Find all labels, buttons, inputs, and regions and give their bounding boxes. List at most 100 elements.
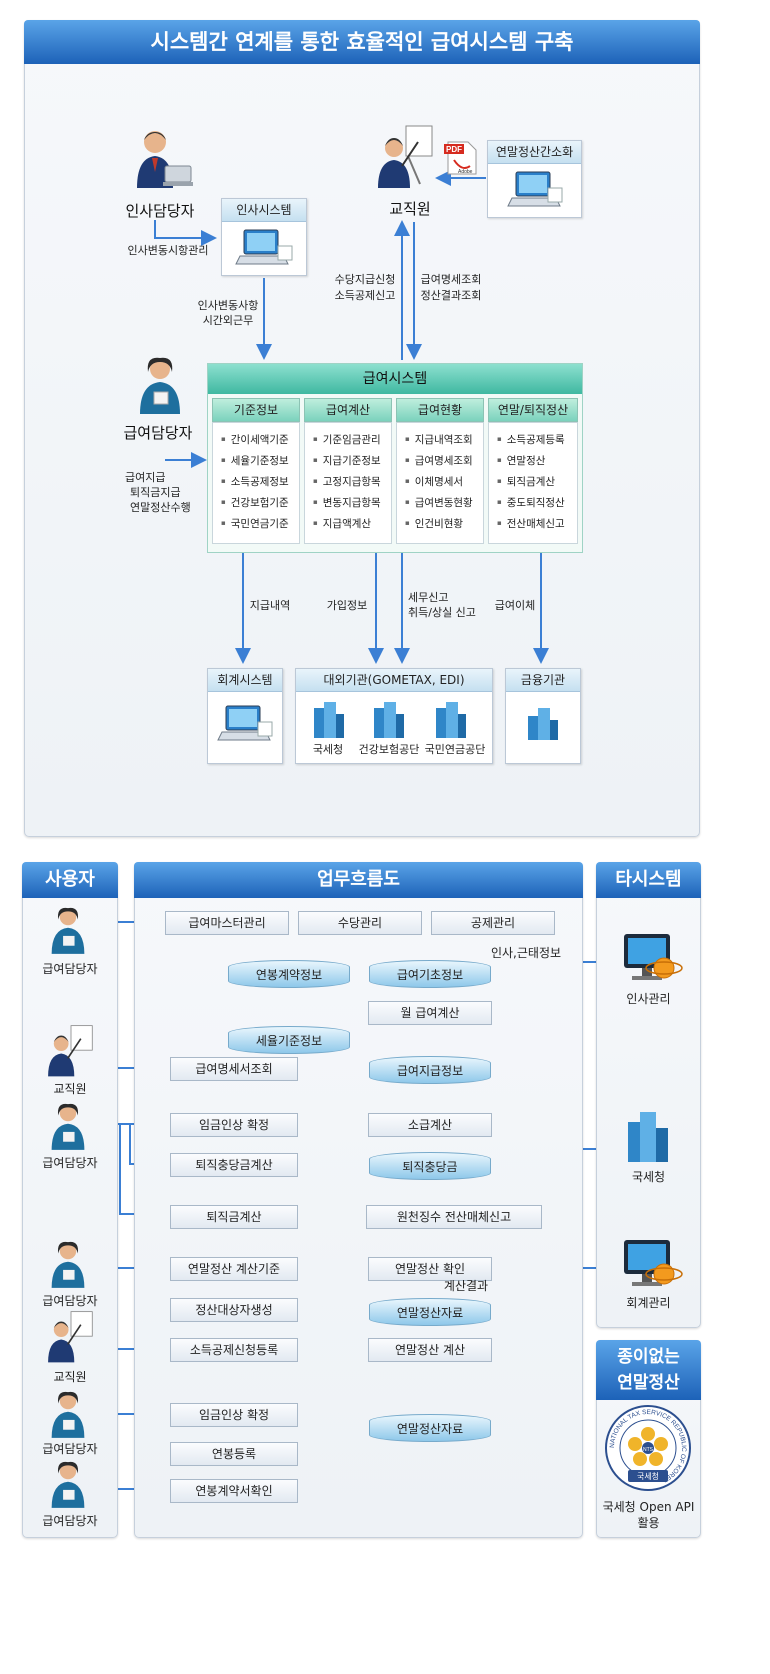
join-info-label: 가입정보 (326, 599, 368, 612)
other-header: 타시스템 (596, 862, 701, 898)
org-label-nts: 국세청 (312, 743, 344, 756)
other-system-label: 국세청 (631, 1170, 666, 1184)
monthly-calc-box[interactable]: 월 급여계산 (368, 1001, 492, 1025)
accounting-system-title: 회계시스템 (208, 669, 282, 692)
pay-info-db[interactable]: 급여지급정보 (369, 1056, 491, 1084)
list-item[interactable]: 지급액계산 (305, 513, 391, 534)
year-end-simplified-box[interactable]: 연말정산간소화 (487, 140, 582, 218)
ye-calc-box[interactable]: 연말정산 계산 (368, 1338, 492, 1362)
col-header-year-end[interactable]: 연말/퇴직정산 (488, 398, 578, 422)
severance-reserve-calc-box[interactable]: 퇴직충당금계산 (170, 1153, 298, 1177)
building-icon (432, 700, 468, 740)
ye-confirm-box[interactable]: 연말정산 확인 (368, 1257, 492, 1281)
ye-data-db-2[interactable]: 연말정산자료 (369, 1414, 491, 1442)
col-header-base-info[interactable]: 기준정보 (212, 398, 300, 422)
other-system-label: 인사관리 (626, 992, 671, 1006)
paperless-caption-1: 국세청 Open API (602, 1500, 695, 1514)
deduction-reg-box[interactable]: 소득공제신청등록 (170, 1338, 298, 1362)
list-item[interactable]: 소득공제등록 (489, 429, 577, 450)
pdf-icon: PDF Adobe (444, 140, 478, 176)
salary-reg-box[interactable]: 연봉등록 (170, 1442, 298, 1466)
user-label: 교직원 (53, 1082, 87, 1096)
severance-calc-box[interactable]: 퇴직금계산 (170, 1205, 298, 1229)
contract-check-box[interactable]: 연봉계약서확인 (170, 1479, 298, 1503)
withholding-report-box[interactable]: 원천징수 전산매체신고 (366, 1205, 542, 1229)
year-end-simplified-title: 연말정산간소화 (488, 141, 581, 164)
list-item[interactable]: 소득공제정보 (213, 471, 299, 492)
nts-building-icon (626, 1108, 670, 1164)
user-label: 급여담당자 (42, 962, 98, 976)
list-item[interactable]: 지급내역조회 (397, 429, 483, 450)
list-item[interactable]: 간이세액기준 (213, 429, 299, 450)
contract-info-db[interactable]: 연봉계약정보 (228, 960, 350, 988)
ye-data-db-1[interactable]: 연말정산자료 (369, 1298, 491, 1326)
user-person-icon (50, 1390, 86, 1440)
user-teacher-icon (48, 1310, 94, 1364)
staff-label: 교직원 (389, 200, 431, 218)
payslip-box[interactable]: 급여명세서조회 (170, 1057, 298, 1081)
user-teacher-icon (48, 1024, 94, 1078)
tax-rate-db[interactable]: 세율기준정보 (228, 1026, 350, 1054)
ye-criteria-box[interactable]: 연말정산 계산기준 (170, 1257, 298, 1281)
list-item[interactable]: 전산매체신고 (489, 513, 577, 534)
paperless-title-2: 연말정산 (617, 1373, 680, 1393)
list-item[interactable]: 중도퇴직정산 (489, 492, 577, 513)
users-header: 사용자 (22, 862, 118, 898)
list-item[interactable]: 퇴직금계산 (489, 471, 577, 492)
seal-text: 국세청 (637, 1472, 659, 1481)
down-label-1: 급여명세조회 (420, 273, 482, 286)
user-person-icon (50, 906, 86, 956)
list-item[interactable]: 급여명세조회 (397, 450, 483, 471)
base-info-db[interactable]: 급여기초정보 (369, 960, 491, 988)
list-item[interactable]: 건강보험기준 (213, 492, 299, 513)
up-label-2: 소득공제신고 (334, 289, 396, 302)
user-person-icon (50, 1102, 86, 1152)
deduction-box[interactable]: 공제관리 (431, 911, 555, 935)
list-item[interactable]: 변동지급항목 (305, 492, 391, 513)
hr-manager-label: 인사담당자 (125, 202, 195, 220)
list-item[interactable]: 국민연금기준 (213, 513, 299, 534)
staff-teacher-icon (378, 124, 434, 190)
calc-result-label: 계산결과 (443, 1279, 489, 1293)
allowance-box[interactable]: 수당관리 (298, 911, 422, 935)
other-system-label: 회계관리 (626, 1296, 671, 1310)
col-body-base-info: 간이세액기준 세율기준정보 소득공제정보 건강보험기준 국민연금기준 (212, 422, 300, 544)
list-item[interactable]: 급여변동현황 (397, 492, 483, 513)
hr-system-box[interactable]: 인사시스템 (221, 198, 307, 276)
payroll-master-box[interactable]: 급여마스터관리 (165, 911, 289, 935)
target-gen-box[interactable]: 정산대상자생성 (170, 1298, 298, 1322)
list-item[interactable]: 세율기준정보 (213, 450, 299, 471)
hr-manager-person-icon (135, 128, 193, 190)
retro-calc-box[interactable]: 소급계산 (368, 1113, 492, 1137)
reserve-db[interactable]: 퇴직충당금 (369, 1152, 491, 1180)
raise-box-2[interactable]: 임금인상 확정 (170, 1403, 298, 1427)
user-person-icon (50, 1240, 86, 1290)
adobe-text: Adobe (458, 169, 473, 175)
computer-icon (217, 705, 273, 741)
col-header-payroll-status[interactable]: 급여현황 (396, 398, 484, 422)
pay-detail-label: 지급내역 (249, 599, 291, 612)
org-label-nps: 국민연금공단 (424, 743, 486, 756)
seal-center-text: NTS (643, 1447, 654, 1453)
payroll-task-label-3: 연말정산수행 (130, 501, 191, 514)
list-item[interactable]: 지급기준정보 (305, 450, 391, 471)
building-icon (370, 700, 406, 740)
accounting-system-box[interactable]: 회계시스템 (207, 668, 283, 764)
list-item[interactable]: 이체명세서 (397, 471, 483, 492)
hr-to-pay-label-1: 인사변동사항 (197, 299, 259, 312)
hr-management-monitor-icon (614, 930, 684, 988)
finance-box[interactable]: 금융기관 (505, 668, 581, 764)
org-label-nhis: 건강보험공단 (358, 743, 420, 756)
list-item[interactable]: 인건비현황 (397, 513, 483, 534)
paperless-caption-2: 활용 (637, 1516, 660, 1530)
hr-attendance-label: 인사,근태정보 (490, 946, 562, 960)
raise-box-1[interactable]: 임금인상 확정 (170, 1113, 298, 1137)
list-item[interactable]: 연말정산 (489, 450, 577, 471)
user-label: 급여담당자 (42, 1156, 98, 1170)
list-item[interactable]: 고정지급항목 (305, 471, 391, 492)
up-label-1: 수당지급신청 (334, 273, 396, 286)
building-icon (310, 700, 346, 740)
user-label: 급여담당자 (42, 1294, 98, 1308)
list-item[interactable]: 기준임금관리 (305, 429, 391, 450)
col-header-payroll-calc[interactable]: 급여계산 (304, 398, 392, 422)
